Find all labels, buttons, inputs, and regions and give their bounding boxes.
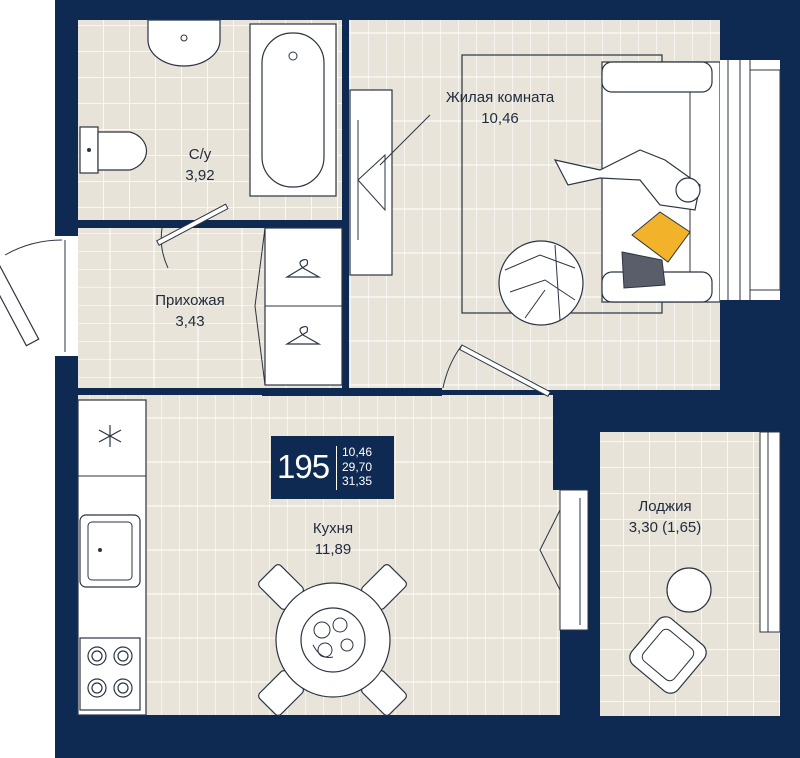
toilet-icon [79, 126, 148, 174]
living-furniture [349, 54, 721, 398]
fruit-plate-icon [312, 617, 354, 658]
badge-living-area: 10,46 [342, 445, 373, 459]
badge-total-area: 29,70 [342, 459, 373, 474]
sofa-icon [553, 61, 721, 303]
wardrobe [254, 227, 343, 386]
living-door [442, 344, 551, 398]
bathroom-name: С/у [188, 146, 212, 163]
loggia-door [539, 489, 589, 631]
stove-icon [79, 637, 141, 711]
round-table-icon [258, 564, 407, 716]
entry-door [0, 236, 78, 356]
apartment-badge: 195 10,46 29,70 31,35 [271, 436, 394, 499]
snowflake-icon [98, 425, 122, 447]
bathroom-door [156, 203, 229, 269]
bathroom-label: С/у 3,92 [160, 144, 240, 186]
armchair-icon [629, 616, 707, 694]
hanger-icon [284, 258, 322, 345]
side-table [666, 567, 712, 613]
round-rug [498, 240, 584, 326]
badge-divider [336, 446, 337, 490]
badge-full-area: 31,35 [342, 474, 373, 488]
wardrobe-living [349, 89, 431, 276]
window-icon [720, 60, 781, 300]
kitchen-area: 11,89 [314, 541, 352, 558]
bathroom-area: 3,92 [185, 167, 215, 184]
loggia-furniture [629, 431, 800, 716]
sink-icon [147, 19, 221, 67]
living-room-label: Жилая комната 10,46 [410, 87, 590, 129]
bathtub-icon [249, 23, 337, 197]
kitchen-furniture [77, 399, 589, 716]
loggia-name: Лоджия [638, 498, 692, 515]
apartment-number: 195 [277, 448, 330, 485]
badge-areas: 10,46 29,70 31,35 [342, 445, 372, 489]
interior-walls [78, 20, 560, 490]
hall-label: Прихожая 3,43 [130, 290, 250, 332]
hall-name: Прихожая [155, 292, 225, 309]
living-room-name: Жилая комната [445, 89, 555, 106]
bathroom-fixtures [79, 19, 337, 269]
living-room-area: 10,46 [481, 110, 519, 127]
loggia-area: 3,30 (1,65) [628, 519, 702, 536]
kitchen-name: Кухня [312, 520, 354, 537]
kitchen-label: Кухня 11,89 [283, 518, 383, 560]
sink-icon-kitchen [79, 514, 141, 588]
hall-area: 3,43 [175, 313, 205, 330]
loggia-label: Лоджия 3,30 (1,65) [605, 496, 725, 538]
